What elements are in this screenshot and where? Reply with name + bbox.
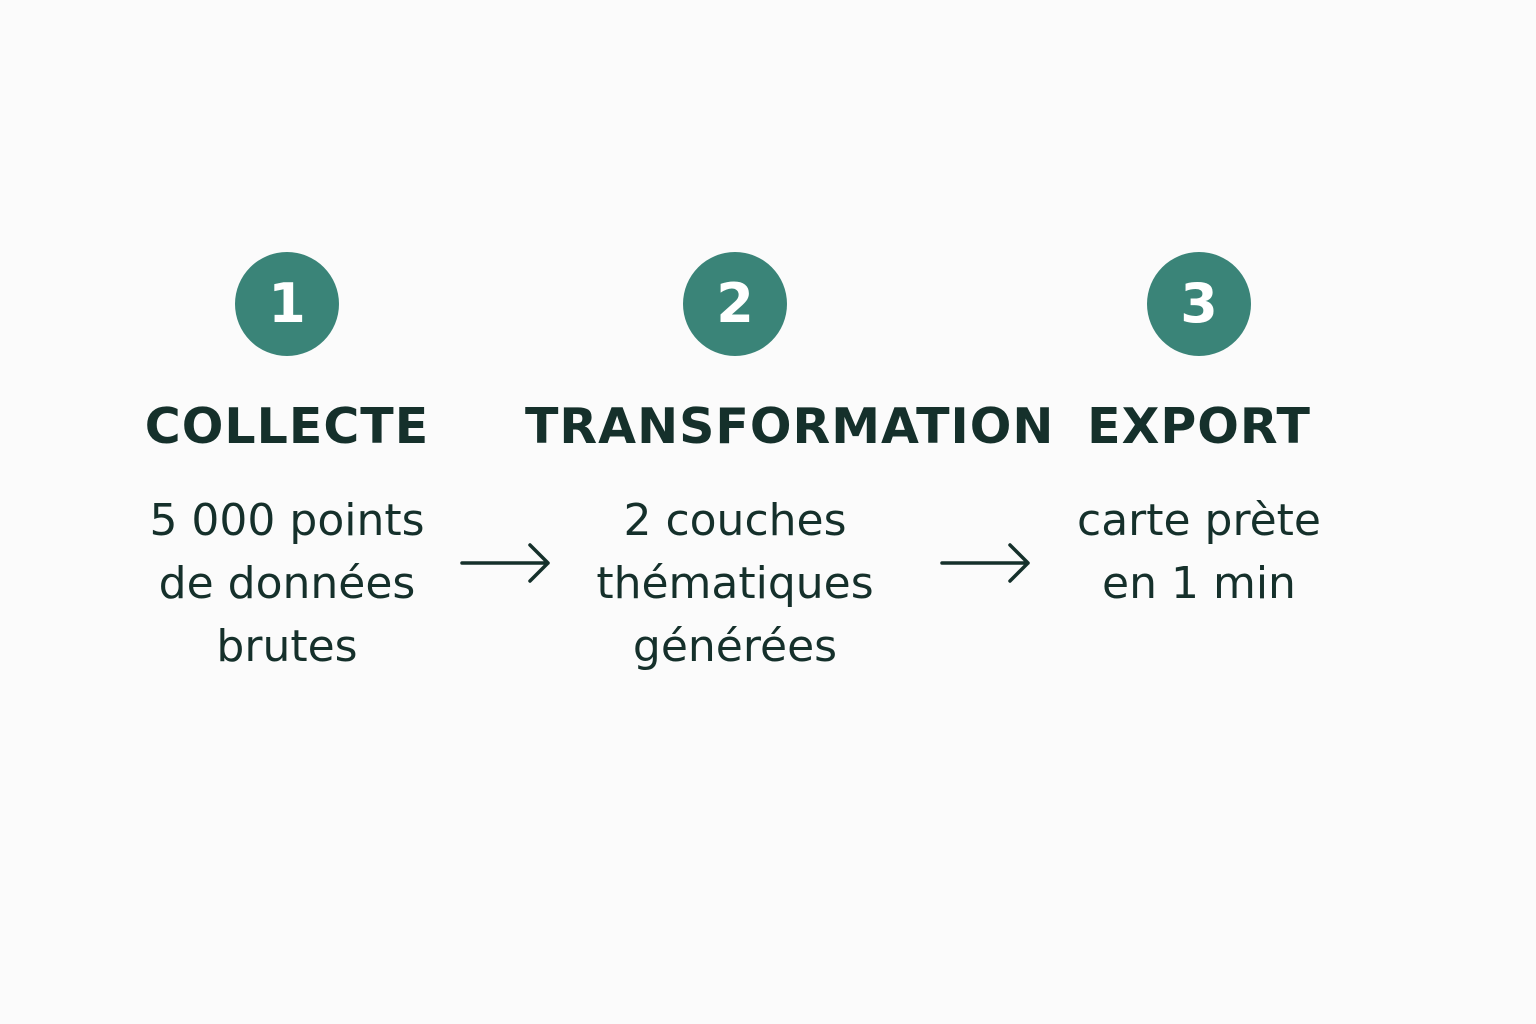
step-title: EXPORT — [1087, 398, 1311, 455]
step-export: 3 EXPORT carte prète en 1 min — [989, 252, 1409, 615]
step-number-badge: 3 — [1147, 252, 1251, 356]
step-description-line: en 1 min — [1102, 558, 1296, 609]
step-number: 3 — [1180, 272, 1218, 335]
step-collecte: 1 COLLECTE 5 000 points de données brute… — [77, 252, 497, 678]
step-number-badge: 2 — [683, 252, 787, 356]
step-description-line: générées — [632, 621, 838, 672]
step-description: carte prète en 1 min — [989, 489, 1409, 615]
step-number: 2 — [716, 272, 754, 335]
step-description-line: 2 couches — [623, 495, 847, 546]
step-description-line: 5 000 points — [149, 495, 425, 546]
step-transformation: 2 TRANSFORMATION 2 couches thématiques g… — [525, 252, 1055, 678]
arrow-right-icon — [460, 543, 550, 583]
step-number: 1 — [268, 272, 306, 335]
arrow-right-icon — [940, 543, 1030, 583]
step-description: 5 000 points de données brutes — [77, 489, 497, 678]
step-description-line: brutes — [216, 621, 358, 672]
step-title: COLLECTE — [144, 398, 430, 455]
step-title: TRANSFORMATION — [525, 398, 1055, 455]
step-description: 2 couches thématiques générées — [525, 489, 945, 678]
step-description-line: thématiques — [596, 558, 874, 609]
step-description-line: de données — [158, 558, 416, 609]
step-number-badge: 1 — [235, 252, 339, 356]
step-description-line: carte prète — [1077, 495, 1321, 546]
